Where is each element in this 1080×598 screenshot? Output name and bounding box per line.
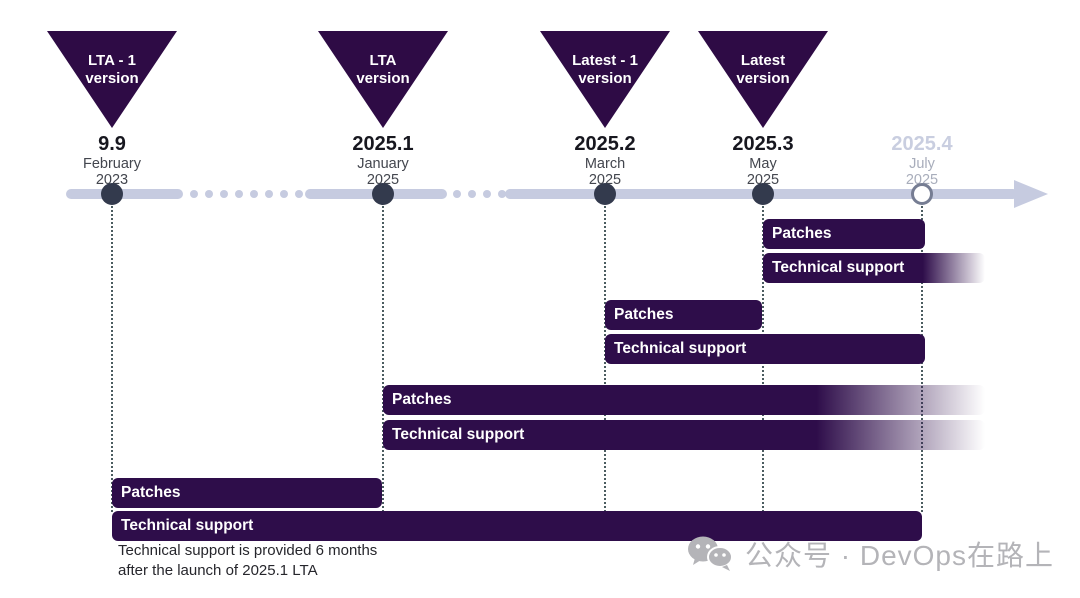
timeline-gap-dot xyxy=(205,190,213,198)
footnote-line-1: Technical support is provided 6 months xyxy=(118,542,378,559)
watermark: 公众号 · DevOps在路上 xyxy=(687,532,1054,576)
bar-support-2025-3: Technical support xyxy=(763,253,985,283)
version-label-next: 2025.4 xyxy=(891,133,953,155)
bar-support-9-9: Technical support xyxy=(112,511,922,541)
timeline-gap-dot xyxy=(295,190,303,198)
timeline-gap-dot xyxy=(498,190,506,198)
bar-patches-2025-2: Patches xyxy=(605,300,762,330)
guide-line-lta xyxy=(382,206,384,512)
timeline-marker-lta-minus-1 xyxy=(101,183,123,205)
triangle-label-line2: version xyxy=(356,70,410,87)
timeline-marker-lta xyxy=(372,183,394,205)
triangle-label-line1: Latest - 1 xyxy=(572,52,638,69)
triangle-label-line1: LTA xyxy=(369,52,397,69)
timeline-gap-dot xyxy=(483,190,491,198)
version-label-lta-minus-1: 9.9 xyxy=(98,133,126,155)
triangle-label-line1: Latest xyxy=(740,52,786,69)
timeline-segment xyxy=(66,189,183,199)
timeline-gap-dot xyxy=(468,190,476,198)
bar-patches-2025-1: Patches xyxy=(383,385,985,415)
month-label-latest-minus-1: March xyxy=(584,156,626,172)
wechat-icon xyxy=(687,536,733,571)
version-label-lta: 2025.1 xyxy=(352,133,414,155)
timeline-gap-dot xyxy=(265,190,273,198)
timeline-gap-dot xyxy=(280,190,288,198)
bar-support-2025-1: Technical support xyxy=(383,420,985,450)
triangle-label-line2: version xyxy=(85,70,139,87)
year-label-lta-minus-1: 2023 xyxy=(95,172,129,188)
triangle-label-line2: version xyxy=(736,70,790,87)
month-label-lta-minus-1: February xyxy=(82,156,142,172)
timeline-gap-dot xyxy=(190,190,198,198)
month-label-latest: May xyxy=(749,156,777,172)
triangle-label-line2: version xyxy=(578,70,632,87)
bar-patches-2025-3: Patches xyxy=(763,219,925,249)
year-label-latest-minus-1: 2025 xyxy=(588,172,622,188)
timeline-marker-latest xyxy=(752,183,774,205)
timeline-gap-dot xyxy=(235,190,243,198)
footnote-line-2: after the launch of 2025.1 LTA xyxy=(118,561,318,579)
triangle-label-line1: LTA - 1 xyxy=(87,52,137,69)
timeline-arrow-icon xyxy=(1014,180,1048,208)
guide-line-lta-minus-1 xyxy=(111,206,113,512)
month-label-lta: January xyxy=(357,156,409,172)
timeline-gap-dot xyxy=(453,190,461,198)
year-label-lta: 2025 xyxy=(366,172,400,188)
bar-support-2025-2: Technical support xyxy=(605,334,925,364)
watermark-text: 公众号 · DevOps在路上 xyxy=(744,540,1054,571)
timeline-marker-next xyxy=(911,183,933,205)
year-label-latest: 2025 xyxy=(746,172,780,188)
month-label-next: July xyxy=(909,156,935,172)
timeline-marker-latest-minus-1 xyxy=(594,183,616,205)
footnote: Technical support is provided 6 months a… xyxy=(118,541,377,580)
year-label-next: 2025 xyxy=(905,172,939,188)
timeline-gap-dot xyxy=(220,190,228,198)
bar-patches-9-9: Patches xyxy=(112,478,382,508)
version-label-latest-minus-1: 2025.2 xyxy=(574,133,636,155)
version-label-latest: 2025.3 xyxy=(732,133,794,155)
timeline-gap-dot xyxy=(250,190,258,198)
